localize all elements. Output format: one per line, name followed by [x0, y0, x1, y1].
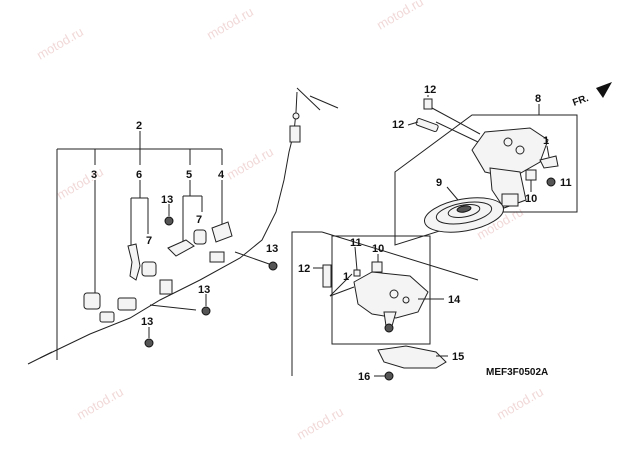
callout-13-mid: 13: [198, 284, 210, 296]
callout-3: 3: [91, 169, 97, 181]
bolt-icon: [322, 264, 332, 288]
callout-12-top: 12: [424, 84, 436, 96]
callout-12-upper: 12: [392, 119, 404, 131]
cable-assembly: [27, 87, 339, 365]
group-border: [291, 231, 322, 376]
grommet: [141, 261, 157, 277]
cable-clamp: [83, 292, 101, 310]
callout-13-top: 13: [161, 194, 173, 206]
group-outline-8: [394, 114, 578, 246]
callout-16: 16: [358, 371, 370, 383]
screw-icon: [384, 371, 394, 381]
bolt-icon: [144, 338, 154, 348]
watermark: motod.ru: [494, 384, 546, 423]
watermark: motod.ru: [294, 404, 346, 443]
callout-10-upper: 10: [525, 193, 537, 205]
guide-plate: [127, 243, 141, 281]
clip: [539, 155, 559, 169]
callout-14: 14: [448, 294, 461, 306]
callout-7-left: 7: [146, 235, 152, 247]
shift-housing: [471, 127, 549, 179]
callout-15: 15: [452, 351, 464, 363]
callout-6: 6: [136, 169, 142, 181]
cable-end-fitting: [289, 125, 301, 143]
front-label: FR.: [571, 93, 590, 109]
watermark: motod.ru: [374, 0, 426, 33]
cable-holder: [211, 221, 233, 243]
callout-13-bottom: 13: [141, 316, 153, 328]
watermark: motod.ru: [74, 384, 126, 423]
shift-knob: [377, 345, 447, 369]
clip: [353, 269, 361, 277]
bolt-icon: [546, 177, 556, 187]
watermark: motod.ru: [224, 144, 276, 183]
watermark: motod.ru: [34, 24, 86, 63]
cable-clamp: [159, 279, 173, 295]
watermark: motod.ru: [204, 4, 256, 43]
bolt-icon: [164, 216, 174, 226]
callout-8: 8: [535, 93, 541, 105]
grommet: [193, 229, 207, 245]
upper-housing-group: [394, 95, 578, 246]
front-arrow-icon: [596, 82, 612, 98]
shift-lever-bracket: [353, 271, 429, 319]
cable-holder: [167, 239, 195, 257]
ball-joint: [384, 323, 394, 333]
callout-1-lower: 1: [343, 271, 349, 283]
lower-lever-group: [291, 231, 479, 381]
bolt-icon: [268, 261, 278, 271]
bolt-icon: [423, 98, 433, 110]
callout-1-upper: 1: [543, 135, 549, 147]
cable-clamp: [209, 251, 225, 263]
group-outline-14: [331, 235, 431, 345]
watermark: motod.ru: [54, 164, 106, 203]
callout-7-right: 7: [196, 214, 202, 226]
callout-10-lower: 10: [372, 243, 384, 255]
callout-11-lower: 11: [350, 237, 362, 249]
cable-clamp: [117, 297, 137, 311]
nut-icon: [371, 261, 383, 273]
figure-code: MEF3F0502A: [486, 367, 548, 378]
nut-icon: [525, 169, 537, 181]
callout-9: 9: [436, 177, 442, 189]
callout-4: 4: [218, 169, 225, 181]
housing-tab: [501, 193, 519, 207]
callout-12-lower: 12: [298, 263, 310, 275]
callout-5: 5: [186, 169, 192, 181]
callout-11-upper: 11: [560, 177, 572, 189]
front-direction-marker: FR.: [571, 82, 612, 109]
callout-13-cable: 13: [266, 243, 278, 255]
callout-2: 2: [136, 120, 142, 132]
cable-clamp: [99, 311, 115, 323]
bolt-icon: [415, 118, 439, 133]
bolt-icon: [201, 306, 211, 316]
